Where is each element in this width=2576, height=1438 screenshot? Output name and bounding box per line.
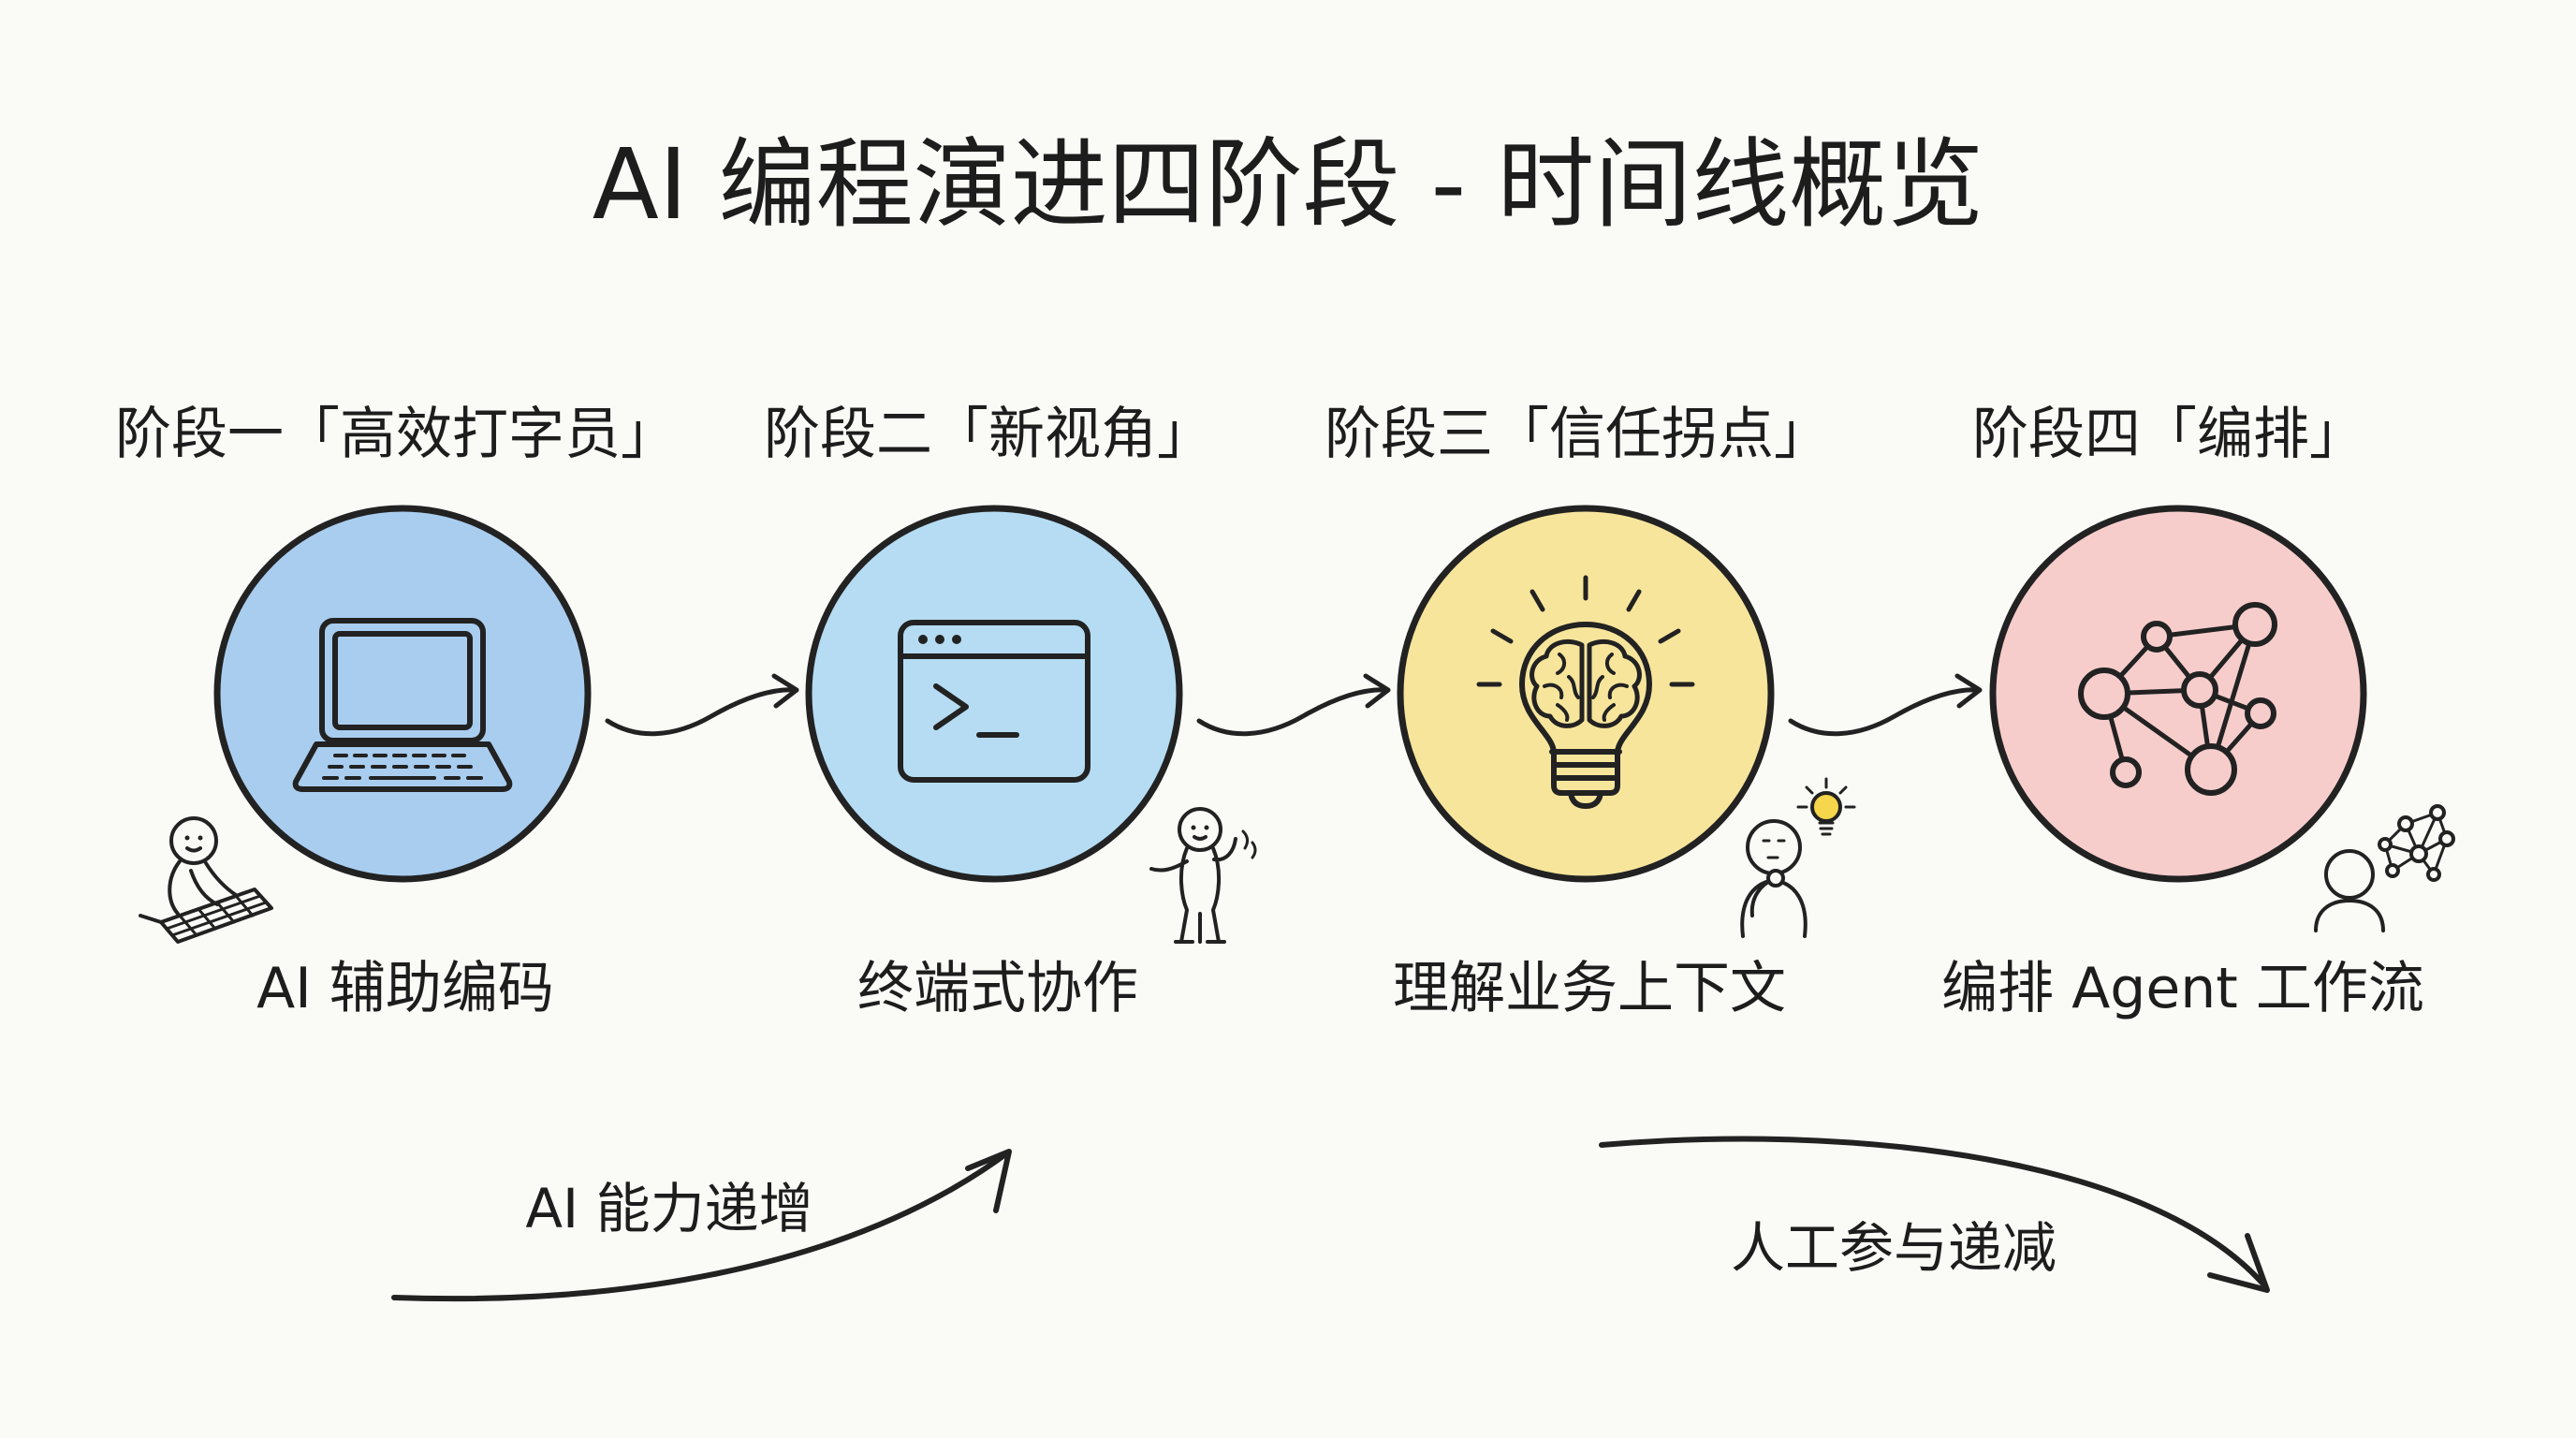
person-thinking-face [1762, 839, 1786, 859]
page-title: AI 编程演进四阶段 - 时间线概览 [592, 127, 1984, 242]
human-involvement-trend-arrow [1599, 1136, 2270, 1293]
person-typing-mouth [185, 846, 202, 853]
diagram-ink [139, 505, 2455, 1302]
arrow-stage-3-to-4 [1788, 673, 1983, 737]
person-thinking-hand [1766, 869, 1785, 888]
laptop-screen [332, 631, 473, 730]
small-lightbulb-glass [1810, 791, 1842, 823]
stage-3-caption: 理解业务上下文 [1393, 956, 1786, 1021]
small-network-node [2397, 815, 2414, 832]
network-node [2110, 756, 2142, 788]
small-lightbulb-rays [1796, 777, 1856, 809]
person-thinking-icon [1740, 777, 1856, 938]
stage-2 [805, 505, 1257, 944]
terminal-icon [898, 620, 1090, 783]
person-typing-body [168, 859, 182, 916]
person-waving-eye-right [1204, 825, 1209, 830]
person-waving-body [1174, 846, 1226, 944]
stage-2-circle [805, 505, 1183, 883]
brain-right-hemisphere [1587, 639, 1642, 728]
small-network-node [2409, 844, 2428, 863]
small-network-node [2378, 837, 2393, 852]
stage-1-caption: AI 辅助编码 [256, 956, 554, 1021]
network-node [2181, 671, 2218, 709]
laptop-screen-frame [319, 618, 486, 743]
lightbulb-brain-icon [1476, 575, 1695, 809]
wave-motion-lines [1241, 829, 1257, 859]
stage-2-caption: 终端式协作 [857, 956, 1138, 1021]
stage-1-circle [213, 505, 592, 883]
small-network-edges [2383, 811, 2449, 876]
person-typing-eye-right [198, 835, 203, 841]
terminal-dot-3 [952, 635, 961, 644]
network-graph-edges [2101, 622, 2263, 775]
stage-3-circle [1397, 505, 1775, 883]
person-typing-icon [139, 816, 273, 944]
small-lightbulb-socket [1818, 821, 1835, 836]
terminal-dot-2 [935, 635, 944, 644]
person-network-icon [2314, 804, 2455, 932]
terminal-window [898, 620, 1090, 783]
lightbulb-glass [1519, 622, 1652, 755]
network-node [2232, 602, 2277, 647]
laptop-icon [292, 618, 513, 792]
person-waving-left-arm [1149, 859, 1189, 873]
brain-left-hemisphere [1530, 639, 1585, 728]
network-node [2185, 743, 2237, 796]
small-lightbulb-icon [1796, 777, 1856, 836]
person-waving-mouth [1193, 835, 1208, 841]
arrow-stage-1-to-2 [605, 673, 799, 737]
stage-4-circle [1989, 505, 2367, 883]
ai-capability-trend-arrow [391, 1149, 1012, 1302]
small-network-node [2385, 863, 2400, 878]
small-network-node [2438, 830, 2455, 847]
person-network-head [2324, 849, 2375, 900]
stage-2-label: 阶段二「新视角」 [764, 402, 1213, 467]
stage-4 [1989, 505, 2455, 932]
brain-folds [1543, 653, 1629, 722]
keyboard-keys [165, 894, 268, 937]
stage-4-caption: 编排 Agent 工作流 [1941, 956, 2424, 1021]
terminal-prompt [933, 683, 969, 730]
stage-1 [139, 505, 592, 944]
person-waving-right-arm [1212, 837, 1237, 862]
laptop-keys [322, 754, 483, 780]
human-involvement-trend-label: 人工参与递减 [1730, 1216, 2057, 1280]
ai-capability-trend-label: AI 能力递增 [525, 1177, 813, 1240]
network-node [2078, 668, 2130, 720]
desk-line [139, 914, 163, 924]
stage-1-label: 阶段一「高效打字员」 [115, 402, 677, 467]
network-node [2245, 697, 2276, 729]
person-typing-eye-left [184, 835, 190, 841]
person-network-shoulders [2314, 899, 2385, 932]
stage-3-label: 阶段三「信任拐点」 [1325, 402, 1830, 467]
arrow-stage-2-to-3 [1196, 673, 1391, 737]
person-waving-head [1178, 807, 1222, 852]
person-typing-head [169, 816, 218, 865]
stage-3 [1397, 505, 1856, 938]
lightbulb-socket [1549, 749, 1622, 809]
terminal-dot-1 [918, 635, 928, 644]
network-graph-icon [2078, 602, 2277, 796]
person-waving-icon [1149, 807, 1257, 944]
laptop-base [292, 741, 513, 792]
small-network-node [2426, 867, 2441, 882]
person-waving-eye-left [1191, 825, 1196, 830]
stage-4-label: 阶段四「编排」 [1972, 402, 2365, 467]
network-node [2141, 621, 2173, 653]
lightbulb-rays [1476, 575, 1695, 687]
small-network-node [2429, 804, 2446, 821]
